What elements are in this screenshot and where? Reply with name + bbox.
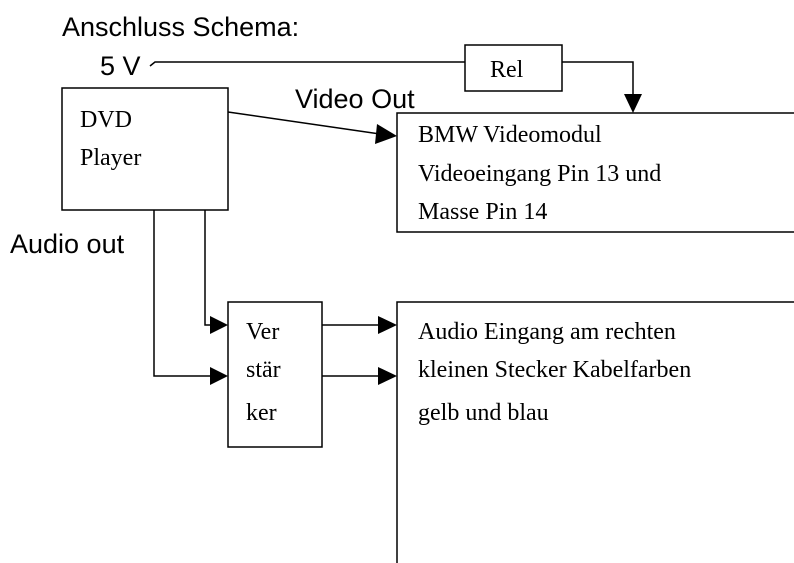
video-module-line1: BMW Videomodul — [418, 122, 602, 148]
power-wire — [149, 61, 465, 67]
audio-input-box: Audio Eingang am rechten kleinen Stecker… — [396, 301, 794, 563]
relay-label: Rel — [490, 57, 524, 83]
video-arrowhead — [375, 124, 397, 144]
relay-output-wire — [562, 61, 634, 96]
dvd-player-box: DVD Player — [61, 87, 229, 211]
audio-out-label: Audio out — [10, 229, 125, 259]
audio-arrowhead-lower — [210, 367, 228, 385]
audio-input-line3: gelb und blau — [418, 400, 549, 426]
dvd-player-frame — [61, 87, 229, 211]
amplifier-line2: stär — [246, 357, 281, 383]
amplifier-line3: ker — [246, 400, 277, 426]
audio-input-line1: Audio Eingang am rechten — [418, 319, 676, 345]
audio-wire-lower — [153, 210, 212, 377]
amplifier-box: Ver stär ker — [227, 301, 323, 448]
relay-box: Rel — [464, 44, 563, 92]
diagram-title: Anschluss Schema: — [62, 12, 299, 42]
video-module-frame — [396, 112, 794, 233]
audio-arrowhead-upper — [210, 316, 228, 334]
relay-to-module-arrowhead — [624, 94, 642, 113]
amp-out-arrowhead-lower — [378, 367, 397, 385]
video-module-line2: Videoeingang Pin 13 und — [418, 161, 661, 187]
video-module-line3: Masse Pin 14 — [418, 199, 547, 225]
video-out-label: Video Out — [295, 84, 415, 114]
video-module-box: BMW Videomodul Videoeingang Pin 13 und M… — [396, 112, 794, 233]
dvd-player-label-line1: DVD — [80, 107, 132, 133]
audio-wire-upper — [204, 210, 212, 326]
relay-frame — [464, 44, 563, 92]
audio-input-line2: kleinen Stecker Kabelfarben — [418, 357, 691, 383]
amplifier-line1: Ver — [246, 319, 279, 345]
video-wire — [227, 111, 381, 135]
amplifier-frame — [227, 301, 323, 448]
dvd-player-label-line2: Player — [80, 145, 141, 171]
power-label: 5 V — [100, 51, 141, 81]
amp-out-arrowhead-upper — [378, 316, 397, 334]
audio-input-frame — [396, 301, 794, 563]
